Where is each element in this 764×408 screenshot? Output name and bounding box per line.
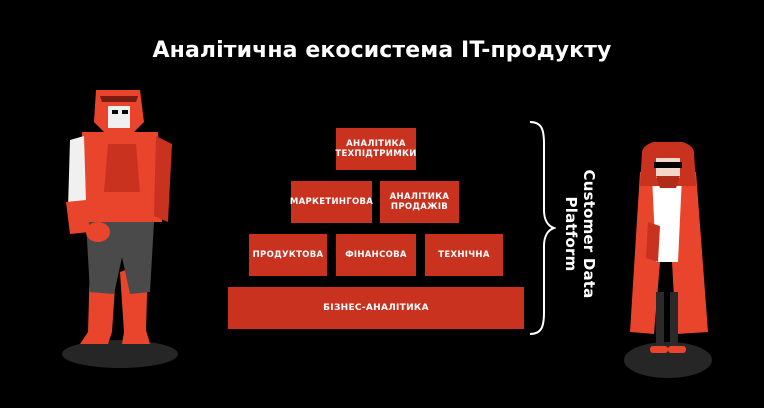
- person-figure-illustration: [624, 142, 712, 378]
- customer-data-platform-label: Customer Data Platform: [562, 169, 598, 299]
- page-title: Аналітична екосистема IT-продукту: [152, 38, 612, 63]
- block-finance: Фінансова: [336, 234, 416, 276]
- block-support-analytics: Аналітика техпідтримки: [335, 128, 416, 170]
- block-product: Продуктова: [249, 234, 327, 276]
- block-business-analytics: Бізнес-аналітика: [228, 287, 524, 329]
- block-marketing: Маркетингова: [290, 181, 373, 223]
- robot-figure-illustration: [62, 90, 178, 368]
- block-sales-analytics: Аналітика продажів: [380, 181, 459, 223]
- block-technical: Технічна: [425, 234, 503, 276]
- curly-brace-icon: [529, 121, 556, 335]
